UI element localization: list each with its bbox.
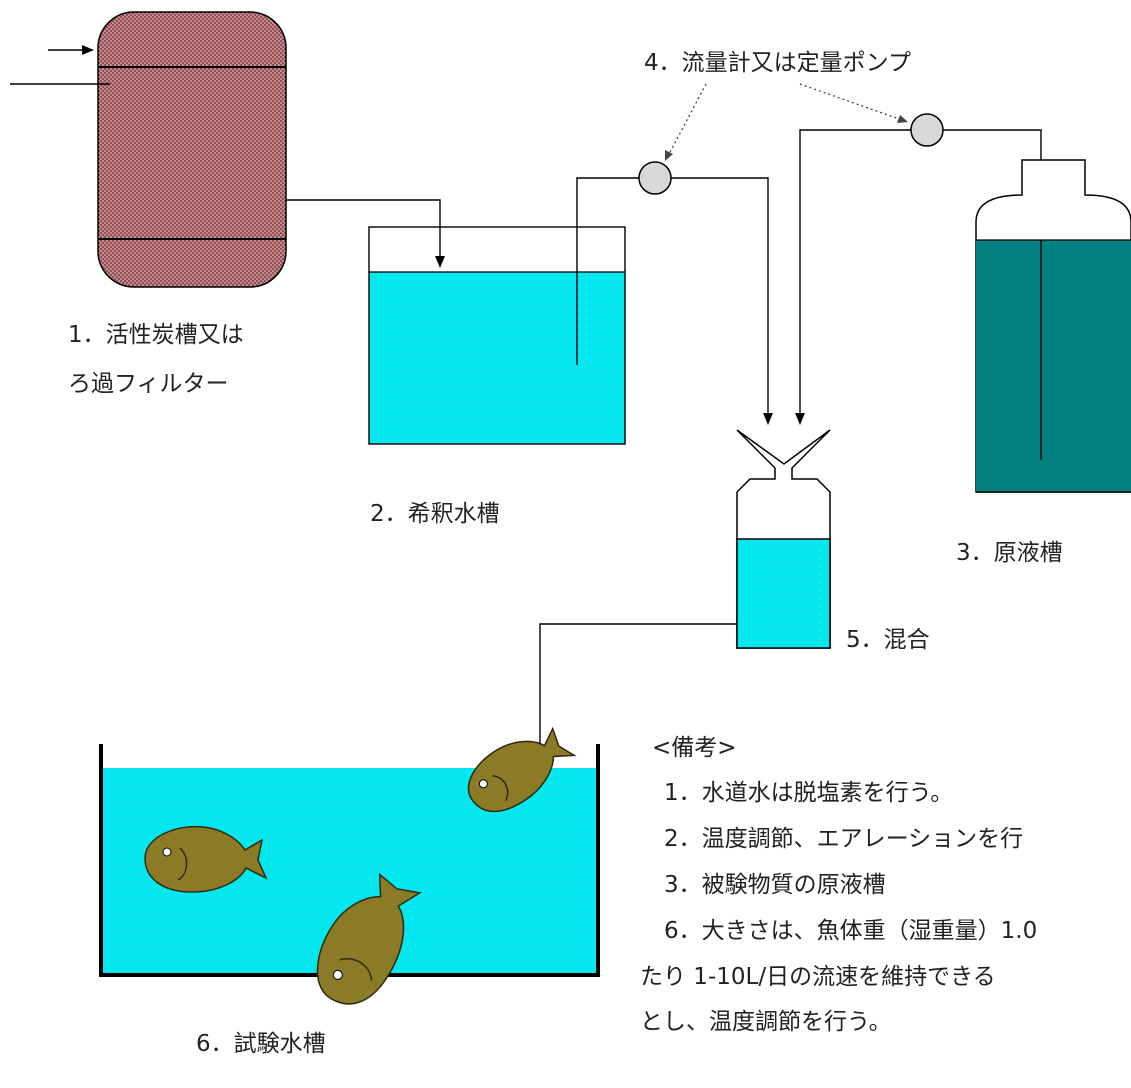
notes-line: とし、温度調節を行う。 (640, 1009, 892, 1035)
mixing-label: 5．混合 (846, 627, 930, 653)
pump-label: 4．流量計又は定量ポンプ (644, 50, 911, 76)
dilution-tank (368, 226, 626, 445)
notes-line: 2．温度調節、エアレーションを行 (664, 826, 1023, 852)
mixing-water (736, 538, 831, 649)
dilution-tank-outline (368, 226, 626, 445)
dilution-water (369, 272, 625, 444)
notes-line: たり 1-10L/日の流速を維持できる (640, 964, 996, 990)
notes-line: 1．水道水は脱塩素を行う。 (664, 780, 953, 806)
pump-label-leaders (665, 83, 908, 161)
notes: <備考> 1．水道水は脱塩素を行う。 2．温度調節、エアレーションを行 3．被験… (640, 735, 1037, 1035)
inlet-arrow (48, 45, 94, 55)
dilution-tank-label: 2．希釈水槽 (370, 501, 500, 527)
stock-tank (975, 159, 1131, 493)
mixing-vessel (736, 429, 831, 649)
pump-2-icon (910, 113, 944, 147)
carbon-tank-label-line2: ろ過フィルター (68, 371, 229, 397)
pump-1-icon (638, 161, 672, 195)
fish-icon (467, 726, 577, 813)
test-tank-label: 6．試験水槽 (196, 1031, 326, 1057)
notes-line: 3．被験物質の原液槽 (664, 872, 886, 898)
notes-heading: <備考> (652, 735, 737, 761)
pipe-dilution-to-mixer (576, 177, 773, 425)
carbon-tank-body (97, 11, 287, 288)
stock-liquid (976, 240, 1131, 492)
notes-line: 6．大きさは、魚体重（湿重量）1.0 (664, 918, 1037, 944)
fish-icon (316, 872, 422, 1005)
carbon-tank (97, 11, 287, 288)
stock-tank-label: 3．原液槽 (956, 540, 1063, 566)
pipe-carbon-to-dilution (286, 199, 445, 268)
fish-icon (144, 825, 268, 893)
carbon-tank-label-line1: 1．活性炭槽又は (68, 322, 244, 348)
